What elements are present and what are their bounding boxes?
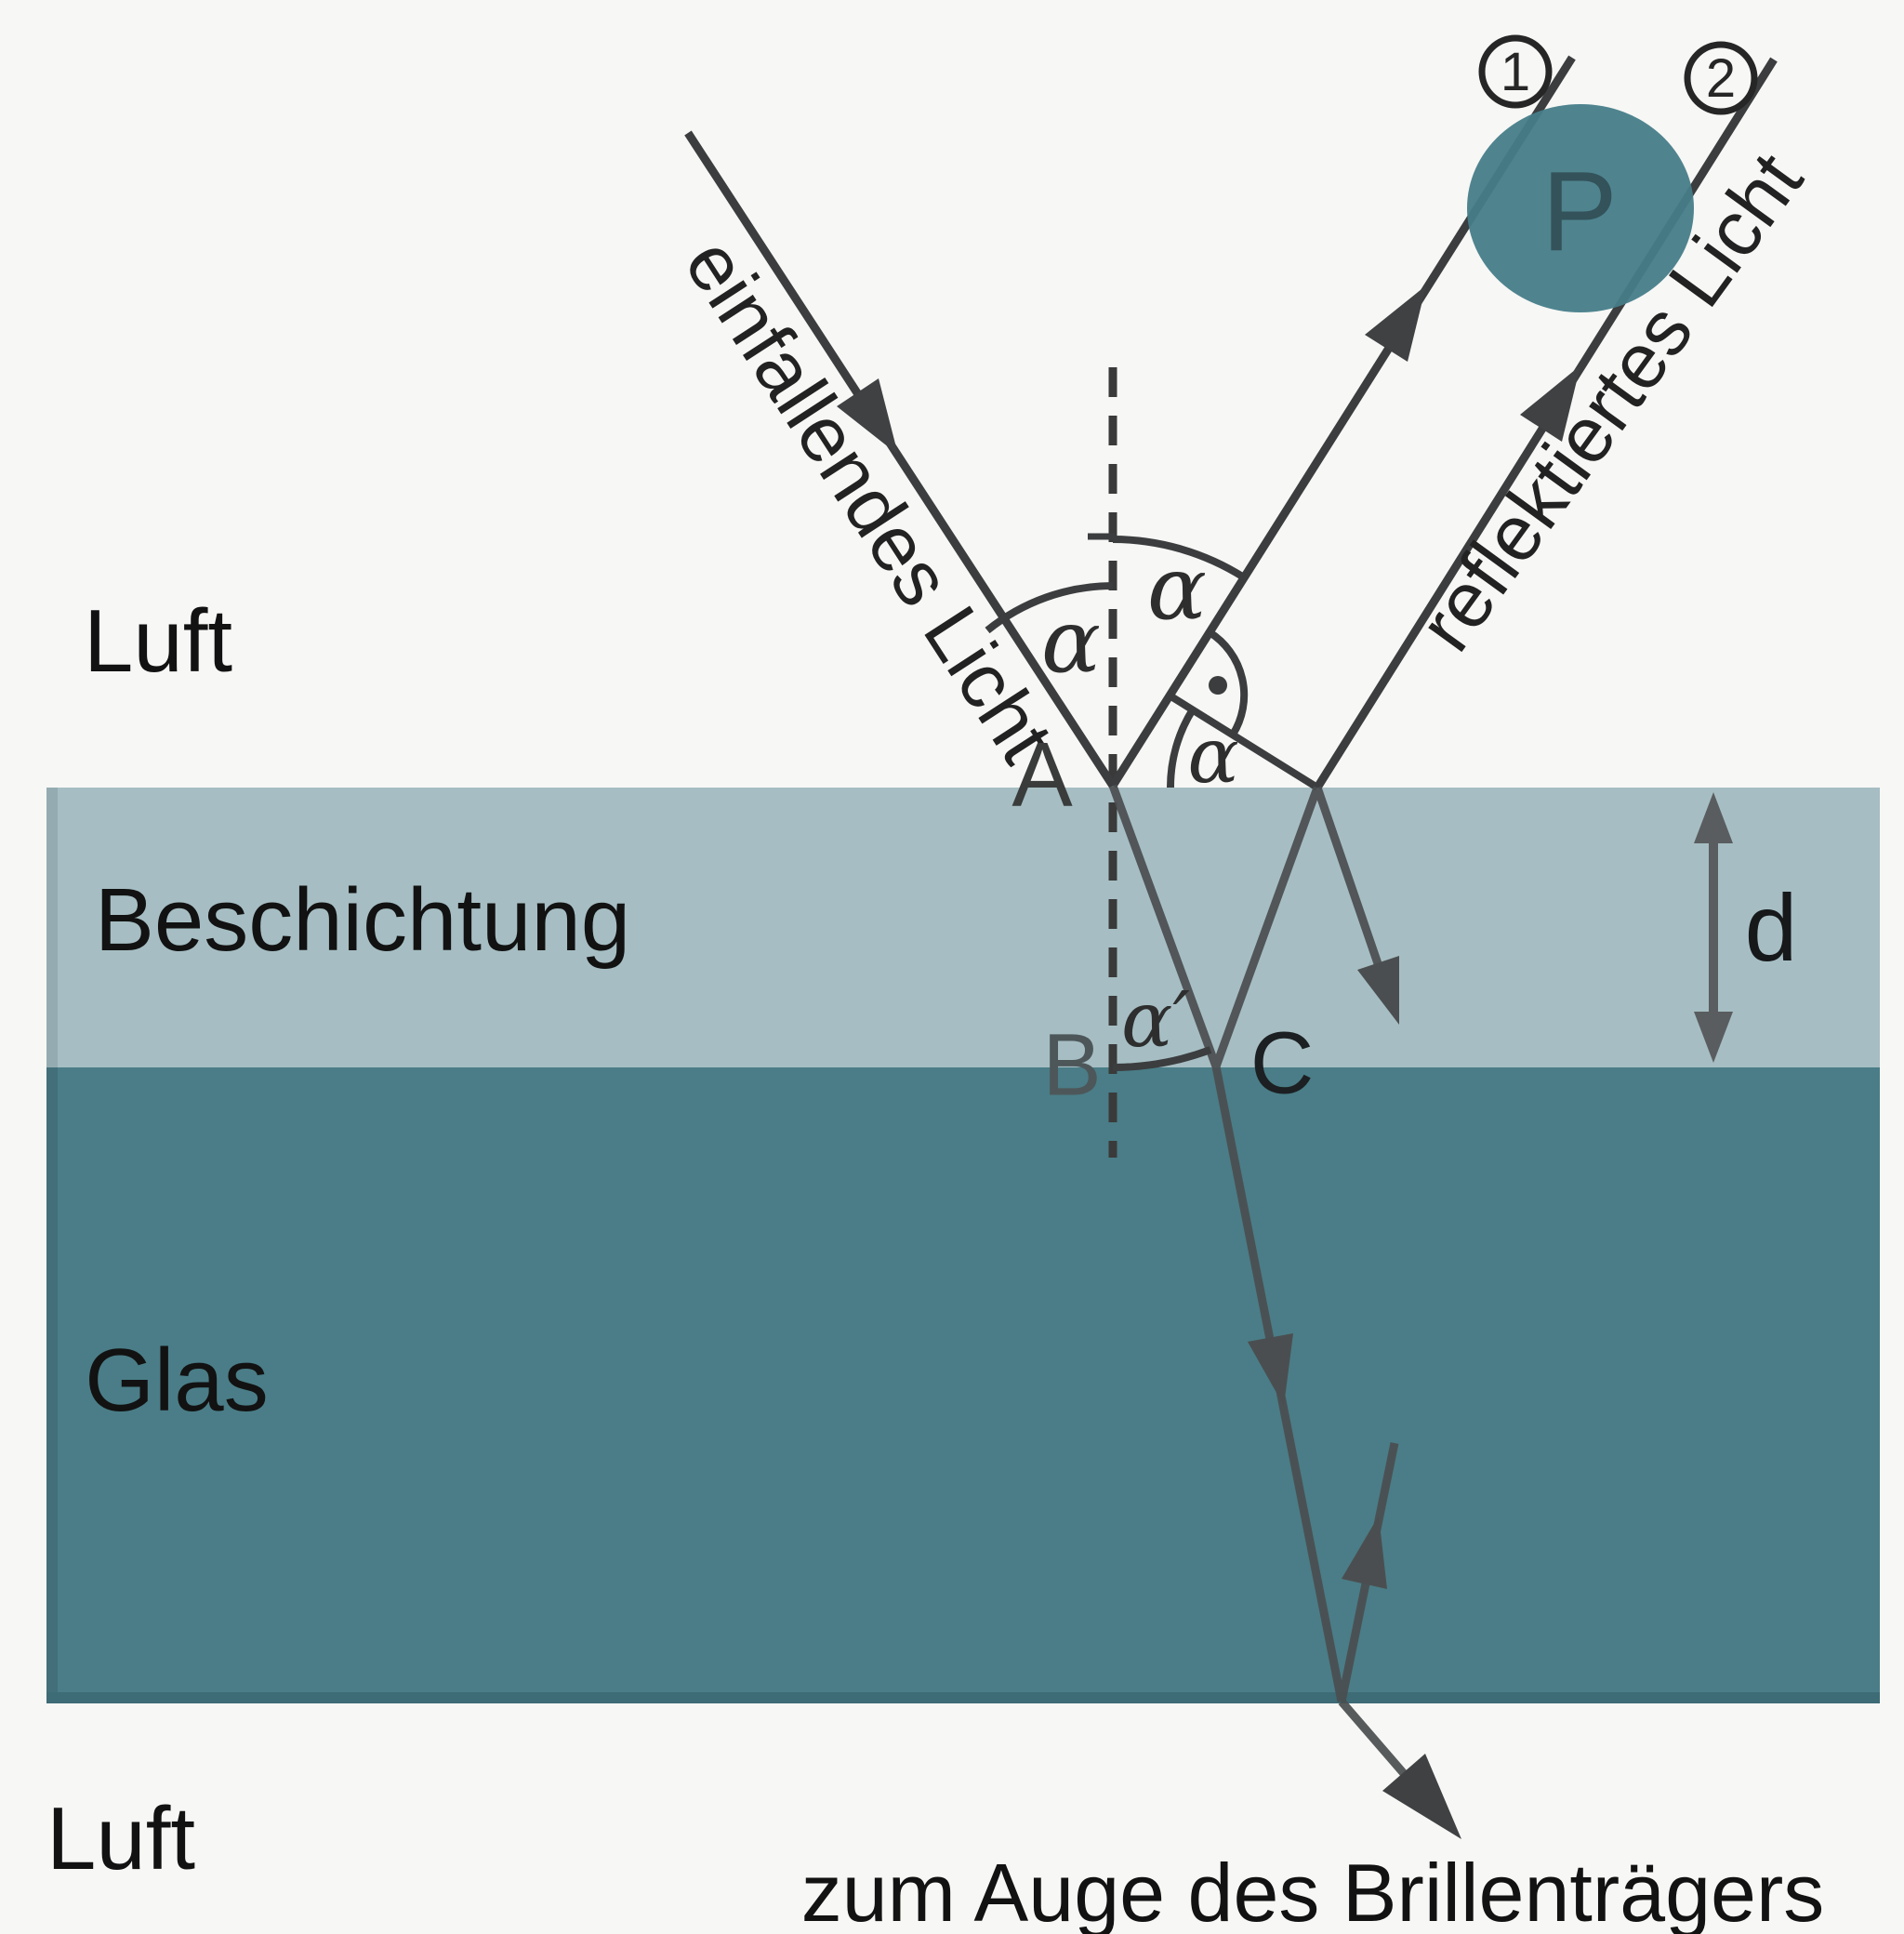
internal-ray-c-e-line xyxy=(1211,786,1322,1068)
angle-label-incidence: α xyxy=(1040,590,1102,694)
glass-bottom-edge xyxy=(46,1692,1880,1703)
layer-label-air-bottom: Luft xyxy=(46,1789,196,1888)
thickness-arrow xyxy=(1694,792,1733,1063)
angle-arc-refraction xyxy=(1112,1046,1212,1071)
ray-1-badge-circle xyxy=(1478,34,1553,109)
ray-1-number: 1 xyxy=(1501,42,1530,102)
internal-reflection-arrowhead xyxy=(1342,1516,1387,1589)
coating-layer xyxy=(46,788,1880,1067)
thickness-arrow-down-head xyxy=(1694,1012,1733,1063)
meeting-point-circle xyxy=(1467,104,1694,312)
ray-2-arrowhead xyxy=(1520,365,1580,442)
point-label-b: B xyxy=(1042,1015,1102,1115)
partial-ray-into-coating-line xyxy=(1313,786,1386,976)
thickness-arrow-up-head xyxy=(1694,792,1733,843)
angle-arc-exit xyxy=(1166,707,1197,788)
thickness-label: d xyxy=(1744,875,1798,981)
ray-2-badge-circle xyxy=(1684,41,1758,115)
angle-arc-reflection xyxy=(1112,536,1247,581)
angle-label-exit: α xyxy=(1187,712,1239,801)
layer-label-coating: Beschichtung xyxy=(94,870,631,970)
glass-left-edge xyxy=(46,1067,58,1702)
angle-label-refraction: α′ xyxy=(1121,976,1190,1065)
ray-number-badges: 1 2 xyxy=(1478,34,1758,115)
to-eye-label: zum Auge des Brillenträgers xyxy=(800,1847,1825,1934)
angle-arc-incidence xyxy=(985,582,1114,634)
angle-label-reflection: α xyxy=(1146,537,1208,641)
layer-label-air-top: Luft xyxy=(83,591,233,691)
layer-label-glass: Glas xyxy=(85,1331,269,1430)
glass-layer xyxy=(46,1067,1880,1702)
ray-2-number: 2 xyxy=(1706,48,1736,109)
incident-ray-arrowhead xyxy=(837,378,898,455)
refracted-ray-a-c-line xyxy=(1108,784,1221,1068)
incident-ray-line xyxy=(684,130,1117,788)
point-label-c: C xyxy=(1250,1013,1315,1113)
arrowheads xyxy=(837,285,1580,1839)
glass-ray-arrowhead xyxy=(1248,1333,1293,1406)
to-eye-arrowhead xyxy=(1382,1754,1461,1839)
partial-ray-arrowhead xyxy=(1357,956,1399,1025)
ray-1-arrowhead xyxy=(1365,285,1426,362)
point-label-a: A xyxy=(1012,723,1073,826)
right-angle-dot xyxy=(1209,676,1227,695)
coating-left-edge xyxy=(46,788,58,1067)
point-label-p: P xyxy=(1541,148,1618,274)
right-angle-arc xyxy=(1207,629,1249,737)
